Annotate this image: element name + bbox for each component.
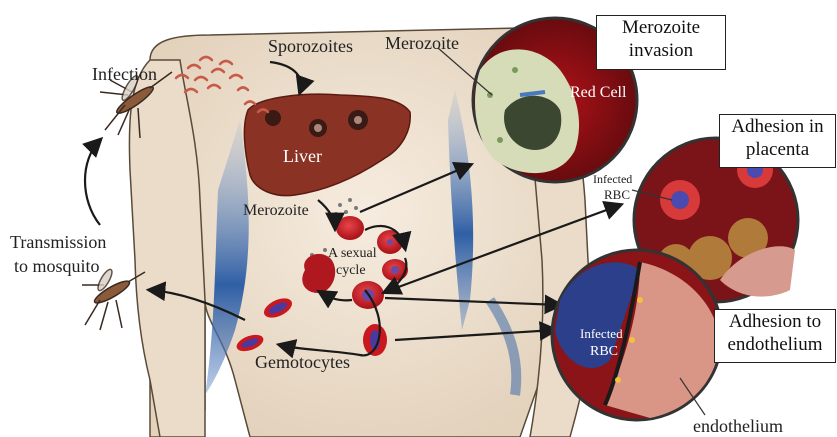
label-red-cell: Red Cell [570,84,627,101]
arrow-transmission-infection [85,140,100,225]
label-merozoite-mid: Merozoite [243,202,309,219]
label-asexual-line2: cycle [336,263,366,278]
box-adhesion-endothelium: Adhesion to endothelium [714,309,836,363]
label-transmission-line2: to mosquito [14,256,100,276]
label-merozoite-top: Merozoite [385,33,459,53]
mosquito-bottom [82,268,145,330]
label-infected-rbc-2-line1: Infected [580,326,623,341]
circle-endothelium [552,250,722,420]
label-endothelium: endothelium [693,416,783,436]
label-sporozoites: Sporozoites [268,36,353,56]
label-infected-rbc-2-line2: RBC [590,344,618,359]
label-infected-rbc-1-line2: RBC [604,187,630,202]
label-liver: Liver [283,146,322,166]
box-merozoite-invasion: Merozoite invasion [596,15,726,70]
label-transmission-line1: Transmission [10,232,106,252]
rbc-1 [336,216,364,240]
label-asexual-line1: A sexual [328,246,377,261]
label-gemotocytes: Gemotocytes [255,352,350,372]
box-adhesion-placenta: Adhesion in placenta [719,114,836,168]
label-infection: Infection [92,64,157,84]
label-infected-rbc-1-line1: Infected [593,172,632,186]
